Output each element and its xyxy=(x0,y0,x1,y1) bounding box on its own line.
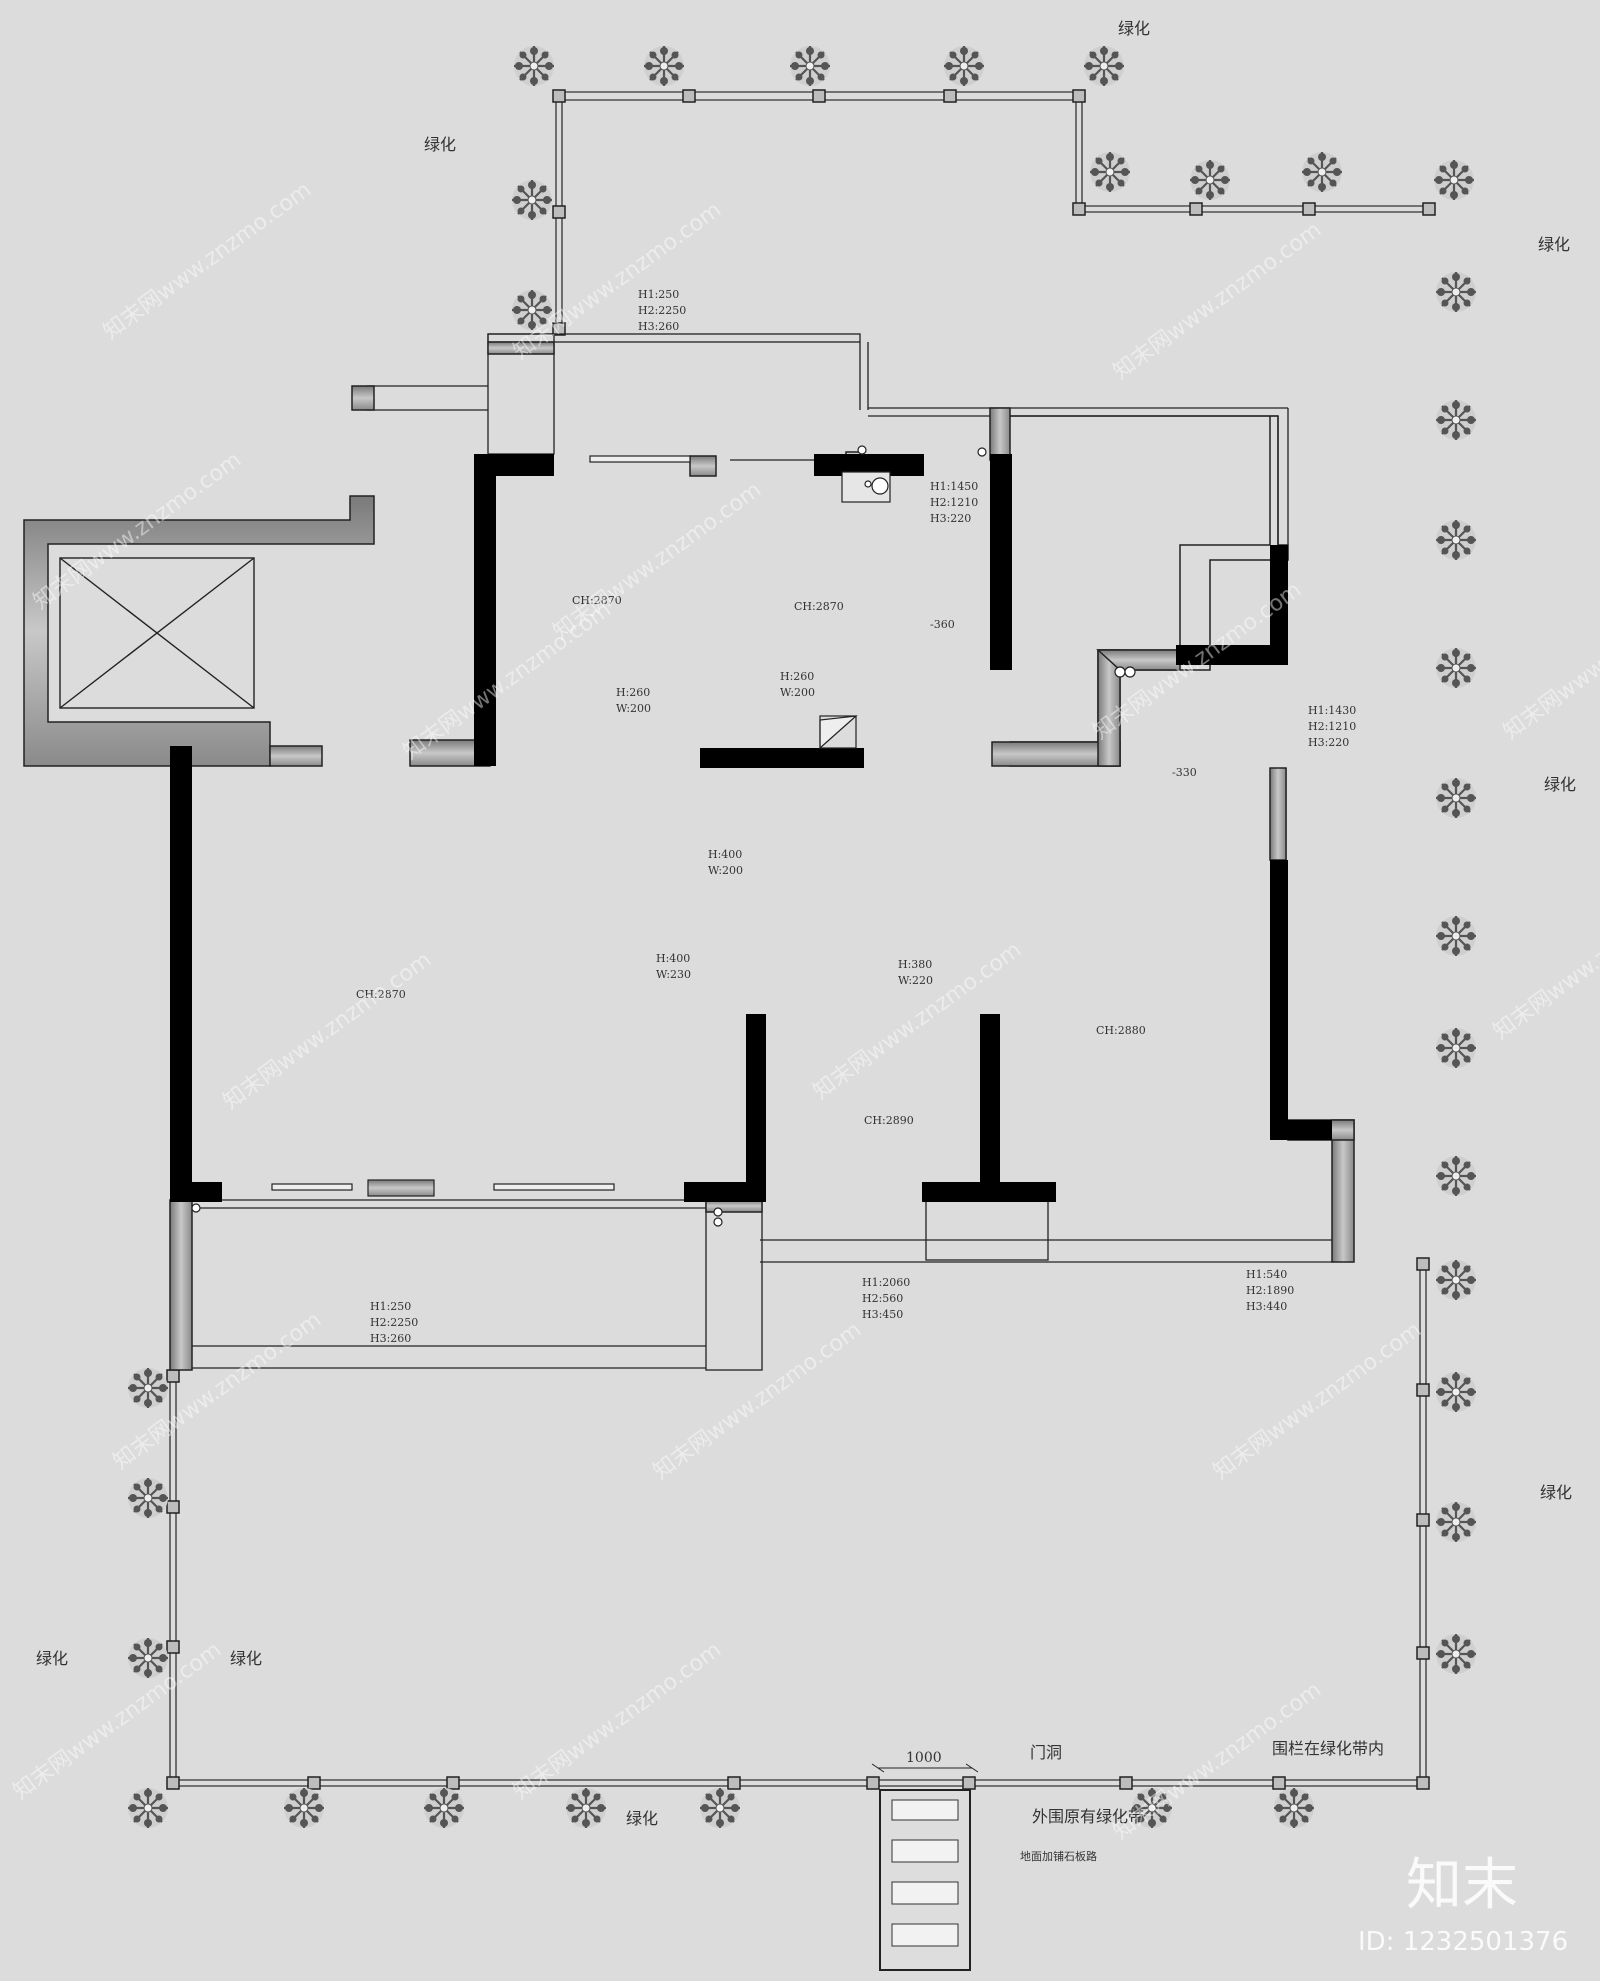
svg-text:H:400: H:400 xyxy=(708,848,742,861)
svg-text:H3:220: H3:220 xyxy=(930,512,971,525)
svg-text:H2:1210: H2:1210 xyxy=(930,496,978,509)
svg-text:知末网www.znzmo.com: 知末网www.znzmo.com xyxy=(399,597,616,764)
grey-walls xyxy=(23,341,1355,1371)
svg-text:H1:1430: H1:1430 xyxy=(1308,704,1356,717)
window-spec-bottom-left: H1:250 H2:2250 H3:260 xyxy=(370,1300,418,1345)
svg-text:知末网www.znzmo.com: 知末网www.znzmo.com xyxy=(1109,217,1326,384)
ceiling-height: CH:2870 xyxy=(794,600,844,613)
outer-green-note: 外围原有绿化带 xyxy=(1032,1807,1144,1826)
beam-spec: H:260 W:200 H:260 W:200 H:400 W:200 H:40… xyxy=(616,670,933,987)
svg-text:H3:260: H3:260 xyxy=(638,320,679,333)
svg-text:W:200: W:200 xyxy=(616,702,651,715)
svg-text:H:380: H:380 xyxy=(898,958,932,971)
svg-text:H2:1210: H2:1210 xyxy=(1308,720,1356,733)
sliding-windows xyxy=(191,445,1136,1227)
black-walls xyxy=(170,454,1332,1202)
svg-text:H1:540: H1:540 xyxy=(1246,1268,1287,1281)
ceiling-height: CH:2870 xyxy=(572,594,622,607)
ceiling-height: CH:2890 xyxy=(864,1114,914,1127)
svg-text:知末网www.znzmo.com: 知末网www.znzmo.com xyxy=(509,197,726,364)
svg-text:知末网www.znzmo.com: 知末网www.znzmo.com xyxy=(99,177,316,344)
svg-text:H2:2250: H2:2250 xyxy=(638,304,686,317)
svg-text:H:400: H:400 xyxy=(656,952,690,965)
door-width: 1000 xyxy=(906,1750,942,1766)
svg-text:H2:560: H2:560 xyxy=(862,1292,903,1305)
fence-posts xyxy=(166,89,1436,1790)
fence xyxy=(169,91,1432,1787)
svg-text:H3:450: H3:450 xyxy=(862,1308,903,1321)
svg-text:知末网www.znzmo.com: 知末网www.znzmo.com xyxy=(1489,877,1600,1044)
svg-text:H2:2250: H2:2250 xyxy=(370,1316,418,1329)
greenery-label-right-2: 绿化 xyxy=(1544,775,1576,794)
fence-note: 围栏在绿化带内 xyxy=(1272,1739,1384,1758)
svg-text:W:230: W:230 xyxy=(656,968,691,981)
svg-text:知末网www.znzmo.com: 知末网www.znzmo.com xyxy=(219,947,436,1114)
svg-text:H1:250: H1:250 xyxy=(638,288,679,301)
elevator-shaft xyxy=(59,557,255,709)
svg-text:知末网www.znzmo.com: 知末网www.znzmo.com xyxy=(649,1317,866,1484)
greenery-label-right-3: 绿化 xyxy=(1540,1483,1572,1502)
svg-text:H1:250: H1:250 xyxy=(370,1300,411,1313)
logo-watermark: 知末 xyxy=(1406,1853,1518,1918)
svg-text:W:200: W:200 xyxy=(780,686,815,699)
door-opening-label: 门洞 xyxy=(1030,1743,1062,1762)
level-mark: -330 xyxy=(1172,766,1197,779)
svg-text:知末网www.znzmo.com: 知末网www.znzmo.com xyxy=(1499,577,1600,744)
svg-text:H3:440: H3:440 xyxy=(1246,1300,1287,1313)
ceiling-height: CH:2880 xyxy=(1096,1024,1146,1037)
svg-text:H3:260: H3:260 xyxy=(370,1332,411,1345)
svg-text:H1:1450: H1:1450 xyxy=(930,480,978,493)
greenery-label-left-1: 绿化 xyxy=(36,1649,68,1668)
ceiling-height: CH:2870 xyxy=(356,988,406,1001)
window-spec-bottom-mid: H1:2060 H2:560 H3:450 xyxy=(862,1276,910,1321)
stone-path-note: 地面加铺石板路 xyxy=(1020,1849,1097,1863)
id-watermark: ID: 1232501376 xyxy=(1358,1927,1568,1957)
svg-text:W:220: W:220 xyxy=(898,974,933,987)
svg-text:H:260: H:260 xyxy=(616,686,650,699)
watermarks: 知末网www.znzmo.com 知末网www.znzmo.com 知末网www… xyxy=(9,177,1600,1957)
greenery-label-left-2: 绿化 xyxy=(230,1649,262,1668)
svg-text:H:260: H:260 xyxy=(780,670,814,683)
svg-text:H2:1890: H2:1890 xyxy=(1246,1284,1294,1297)
window-spec-bottom-right: H1:540 H2:1890 H3:440 xyxy=(1246,1268,1294,1313)
window-lines xyxy=(192,333,1334,1371)
stone-path xyxy=(871,1763,979,1971)
window-spec-right: H1:1430 H2:1210 H3:220 xyxy=(1308,704,1356,749)
greenery-label-right-1: 绿化 xyxy=(1538,235,1570,254)
level-mark: -360 xyxy=(930,618,955,631)
greenery-label-top: 绿化 xyxy=(1118,19,1150,38)
labels: 绿化 绿化 绿化 绿化 绿化 绿化 绿化 绿化 CH:2870 CH:2870 … xyxy=(36,19,1576,1863)
svg-text:H1:2060: H1:2060 xyxy=(862,1276,910,1289)
svg-text:知末网www.znzmo.com: 知末网www.znzmo.com xyxy=(1209,1317,1426,1484)
svg-text:H3:220: H3:220 xyxy=(1308,736,1349,749)
greenery-label-top-left: 绿化 xyxy=(424,135,456,154)
window-spec-top: H1:250 H2:2250 H3:260 xyxy=(638,288,686,333)
window-spec-upper-right: H1:1450 H2:1210 H3:220 xyxy=(930,480,978,525)
greenery-label-bottom: 绿化 xyxy=(626,1809,658,1828)
svg-text:W:200: W:200 xyxy=(708,864,743,877)
